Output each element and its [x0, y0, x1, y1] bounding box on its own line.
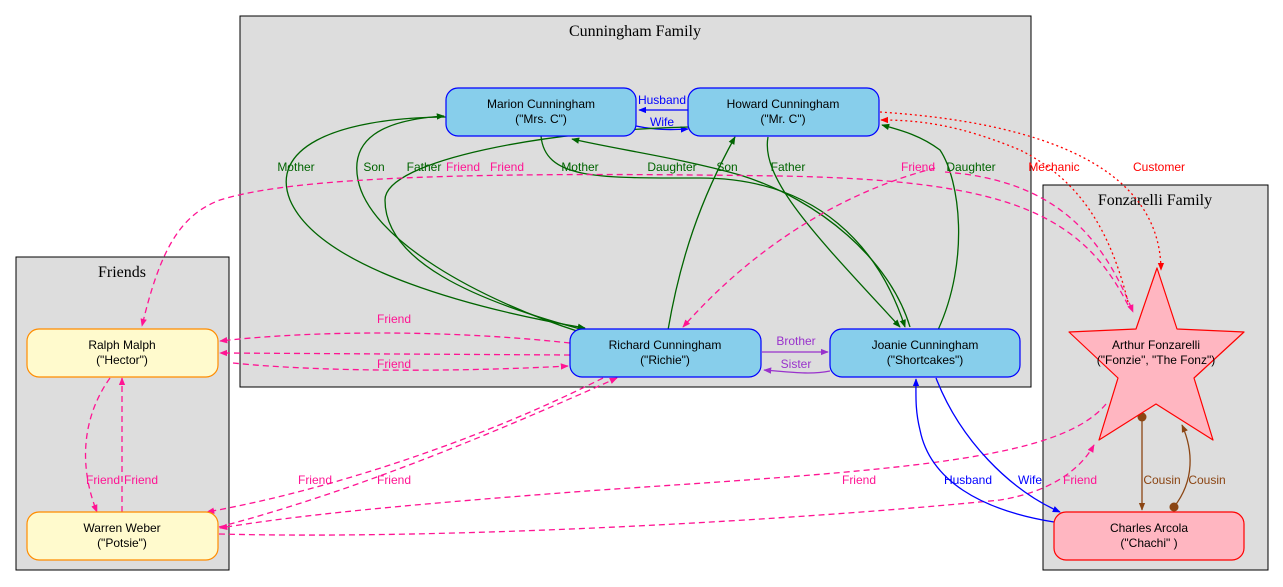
node-howard-name: Howard Cunningham	[727, 97, 840, 111]
label-husband: Husband	[638, 93, 686, 107]
label-son-1: Son	[363, 160, 384, 174]
label-friend-j: Friend	[842, 473, 876, 487]
edge-friend-ralph-arthur	[944, 171, 1134, 313]
cluster-title-friends: Friends	[98, 264, 146, 281]
edge-daughter-joanie-howard	[881, 123, 960, 331]
node-marion-nickname: ("Mrs. C")	[515, 112, 567, 126]
label-friend-k: Friend	[1063, 473, 1097, 487]
edge-cousin-2	[1173, 424, 1191, 508]
edge-friend-richard-warren	[206, 377, 604, 514]
label-sister: Sister	[781, 357, 812, 371]
edge-sister	[763, 367, 831, 374]
label-friend-h: Friend	[298, 473, 332, 487]
node-richard[interactable]: Richard Cunningham ("Richie")	[569, 328, 762, 378]
node-marion-name: Marion Cunningham	[487, 97, 595, 111]
edge-friend-warren-richard	[218, 377, 618, 528]
label-father-1: Father	[407, 160, 442, 174]
label-brother: Brother	[776, 334, 815, 348]
label-daughter-2: Daughter	[946, 160, 995, 174]
edge-mother-marion-richard	[285, 116, 586, 330]
node-warren[interactable]: Warren Weber ("Potsie")	[26, 511, 219, 561]
label-father-2: Father	[771, 160, 806, 174]
label-friend-g: Friend	[124, 473, 158, 487]
label-friend-e: Friend	[377, 357, 411, 371]
edge-mother-marion-joanie	[540, 135, 906, 328]
node-richard-nickname: ("Richie")	[640, 353, 690, 367]
edge-son-richard-marion	[356, 113, 581, 333]
label-wife: Wife	[650, 115, 674, 129]
label-cousin-2: Cousin	[1188, 473, 1225, 487]
label-friend-a: Friend	[446, 160, 480, 174]
label-customer: Customer	[1133, 160, 1185, 174]
edge-friend-ralph-warren	[84, 377, 111, 513]
cousin-2-tail-dot	[1169, 502, 1179, 512]
node-joanie-nickname: ("Shortcakes")	[887, 353, 964, 367]
label-friend-f: Friend	[86, 473, 120, 487]
label-friend-d: Friend	[377, 312, 411, 326]
node-marion[interactable]: Marion Cunningham ("Mrs. C")	[445, 87, 637, 137]
label-mother-2: Mother	[561, 160, 598, 174]
node-ralph-name: Ralph Malph	[88, 338, 155, 352]
edge-husband-charles-joanie	[912, 378, 1055, 523]
node-howard[interactable]: Howard Cunningham ("Mr. C")	[687, 87, 880, 137]
label-friend-c: Friend	[901, 160, 935, 174]
node-charles-nickname: ("Chachi" )	[1120, 536, 1177, 550]
edge-wife	[635, 125, 689, 133]
edge-father-howard-joanie	[766, 136, 901, 328]
node-ralph-nickname: ("Hector")	[96, 353, 148, 367]
node-warren-name: Warren Weber	[83, 521, 160, 535]
cluster-title-fonzarelli: Fonzarelli Family	[1098, 192, 1212, 209]
label-son-2: Son	[716, 160, 737, 174]
node-arthur-name: Arthur Fonzarelli	[1112, 338, 1200, 352]
edge-son-richard-howard	[667, 136, 736, 331]
edge-customer	[879, 111, 1165, 271]
cluster-title-cunningham: Cunningham Family	[569, 23, 701, 40]
edge-friend-richard-ralph-2	[219, 349, 571, 357]
node-charles-name: Charles Arcola	[1110, 521, 1188, 535]
label-friend-b: Friend	[490, 160, 524, 174]
label-wife-2: Wife	[1018, 473, 1042, 487]
edge-friend-arthur-warren	[219, 403, 1107, 531]
cluster-cunningham: Cunningham Family	[239, 15, 1032, 388]
node-warren-nickname: ("Potsie")	[97, 536, 147, 550]
edge-friend-richard-ralph-1	[219, 332, 571, 344]
edge-wife-joanie-charles	[935, 377, 1061, 513]
node-charles[interactable]: Charles Arcola ("Chachi" )	[1053, 511, 1245, 561]
edge-mechanic	[880, 116, 1129, 303]
node-arthur[interactable]: Arthur Fonzarelli ("Fonzie", "The Fonz")	[1068, 267, 1245, 441]
label-mother-1: Mother	[277, 160, 314, 174]
node-howard-nickname: ("Mr. C")	[760, 112, 805, 126]
edge-friend-warren-arthur	[218, 444, 1095, 536]
label-friend-i: Friend	[377, 473, 411, 487]
label-cousin-1: Cousin	[1143, 473, 1180, 487]
label-mechanic: Mechanic	[1028, 160, 1079, 174]
label-daughter-1: Daughter	[647, 160, 696, 174]
edge-friend-arthur-ralph	[140, 173, 1129, 327]
label-husband-2: Husband	[944, 473, 992, 487]
edge-friend-ralph-richard	[232, 362, 569, 371]
node-ralph[interactable]: Ralph Malph ("Hector")	[26, 328, 219, 378]
node-joanie[interactable]: Joanie Cunningham ("Shortcakes")	[829, 328, 1021, 378]
node-richard-name: Richard Cunningham	[609, 338, 722, 352]
node-joanie-name: Joanie Cunningham	[872, 338, 979, 352]
edge-friend-arthur-richard	[682, 167, 936, 328]
node-arthur-nickname: ("Fonzie", "The Fonz")	[1097, 353, 1215, 367]
